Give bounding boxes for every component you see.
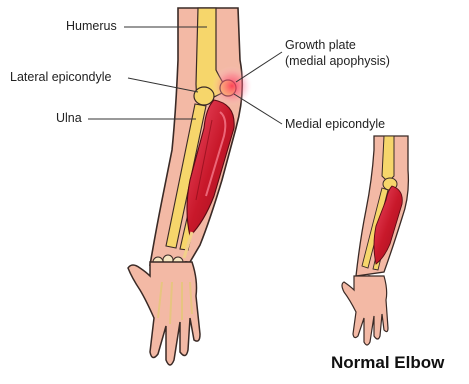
inflammation-glow bbox=[212, 66, 252, 106]
label-humerus: Humerus bbox=[66, 19, 117, 34]
label-lateral-epicondyle: Lateral epicondyle bbox=[10, 70, 111, 85]
label-growth-plate-line1: Growth plate bbox=[285, 38, 356, 53]
growth-plate-leader bbox=[236, 52, 282, 82]
normal-arm bbox=[342, 136, 408, 345]
large-arm bbox=[128, 8, 252, 365]
label-medial-epicondyle: Medial epicondyle bbox=[285, 117, 385, 132]
label-growth-plate-line2: (medial apophysis) bbox=[285, 54, 390, 69]
normal-hand-skin bbox=[342, 276, 388, 345]
medial-epicondyle-leader bbox=[234, 94, 282, 124]
normal-humerus-bone bbox=[382, 136, 394, 182]
caption-normal-elbow: Normal Elbow bbox=[331, 353, 444, 373]
hand-skin bbox=[128, 262, 200, 365]
label-ulna: Ulna bbox=[56, 111, 82, 126]
lateral-epicondyle-bone bbox=[194, 87, 214, 105]
